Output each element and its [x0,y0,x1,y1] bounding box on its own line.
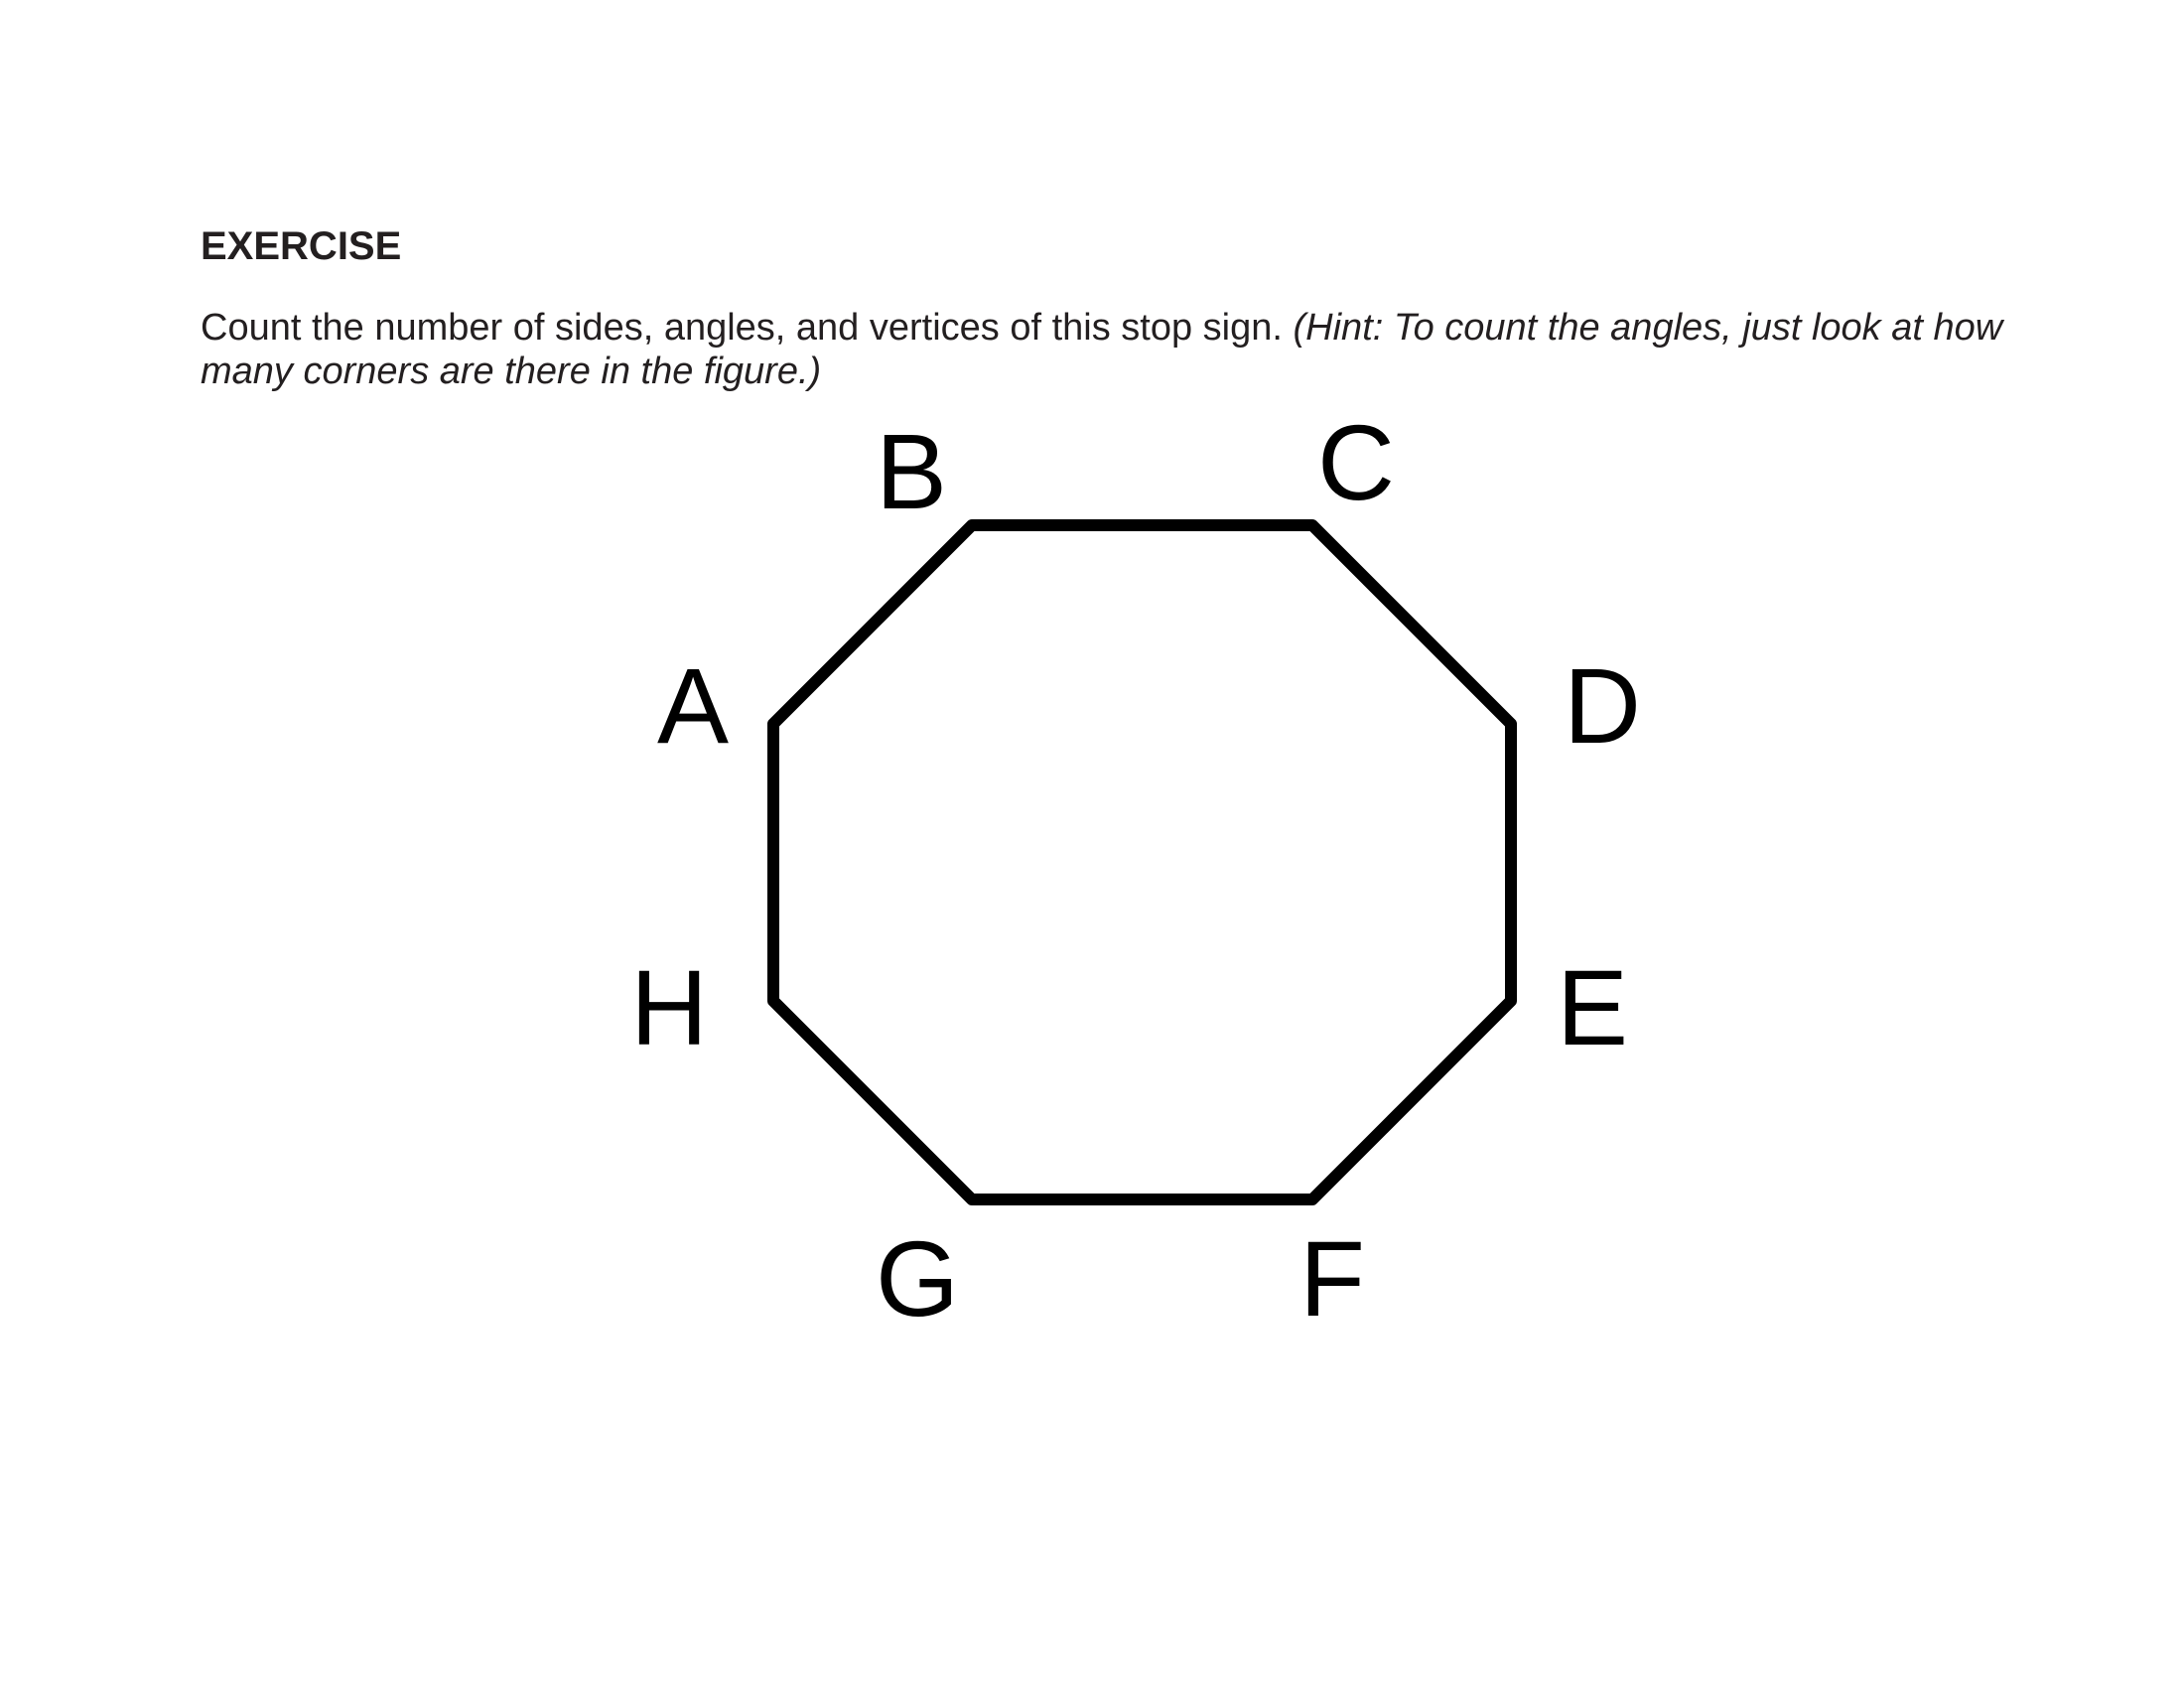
instruction-text: Count the number of sides, angles, and v… [201,307,1283,349]
vertex-label-a: A [657,645,729,766]
exercise-heading: EXERCISE [201,224,402,268]
vertex-label-c: C [1317,402,1395,522]
vertex-label-d: D [1564,645,1641,766]
vertex-label-b: B [876,411,947,531]
vertex-label-g: G [876,1218,959,1338]
vertex-label-f: F [1299,1218,1365,1338]
vertex-label-h: H [630,947,708,1067]
hint-text: (Hint: To count the angles, just look at… [201,307,2003,392]
exercise-instructions: Count the number of sides, angles, and v… [201,306,2027,393]
vertex-label-e: E [1557,947,1628,1067]
octagon-outline [767,519,1517,1205]
